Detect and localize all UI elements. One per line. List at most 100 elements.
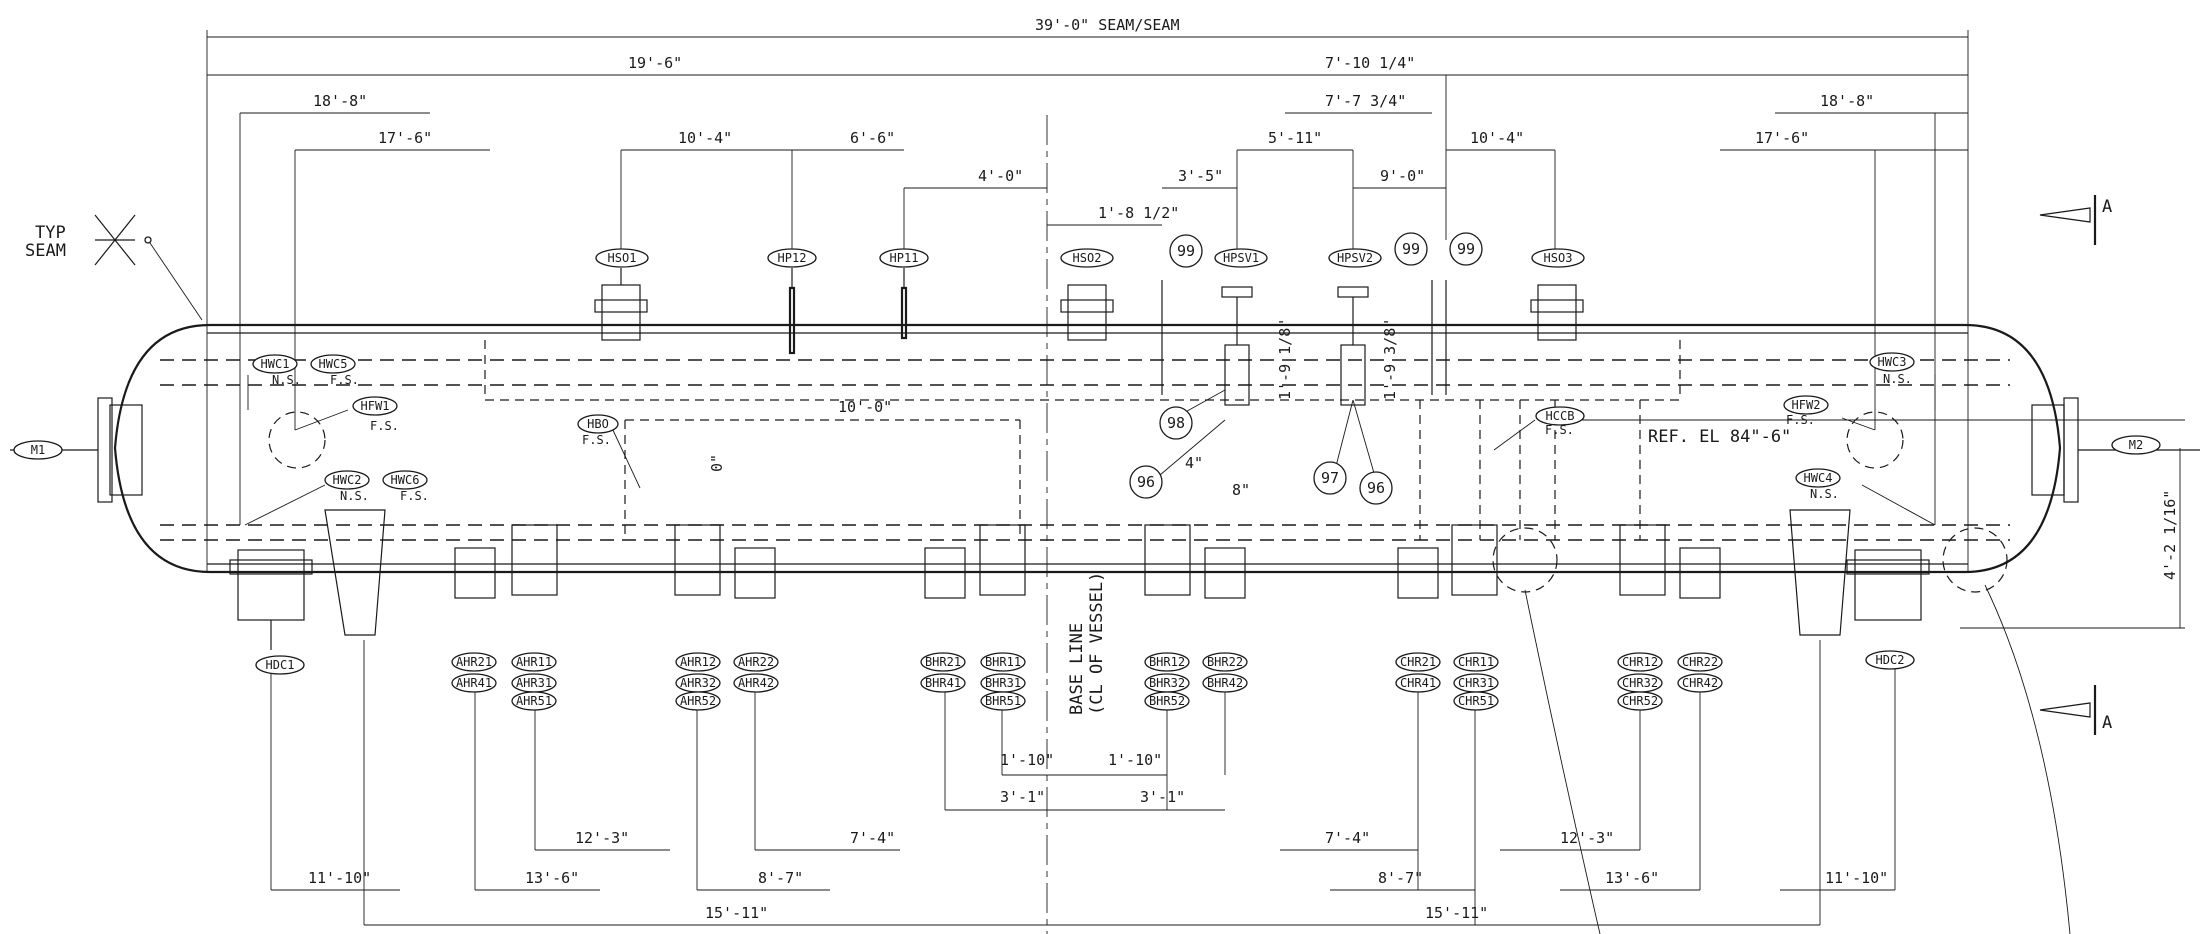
callout-circle [1359, 471, 1393, 505]
nozzle-tag-ellipse [382, 470, 428, 490]
nozzle-tag-ahr31: AHR31 [511, 673, 557, 693]
nozzle-tag-label: HP11 [890, 251, 919, 265]
dim-7-7-three-quarter: 7'-7 3/4" [1325, 92, 1406, 110]
dim-18-8-left: 18'-8" [313, 92, 367, 110]
dim-0in: 0" [708, 454, 726, 472]
nozzle-tag-ahr11: AHR11 [511, 652, 557, 672]
fs-label-1: F.S. [330, 373, 359, 387]
top-nozzles [594, 268, 1584, 406]
nozzle-tag-ellipse [1677, 652, 1723, 672]
dim-9-0: 9'-0" [1380, 167, 1425, 185]
ns-label-4: N.S. [1810, 487, 1839, 501]
nozzle-tag-label: CHR52 [1622, 694, 1658, 708]
nozzle-tag-ellipse [1677, 673, 1723, 693]
nozzle-tag-label: AHR31 [516, 676, 552, 690]
nozzle-tag-label: HWC1 [261, 357, 290, 371]
callout-circle [1169, 234, 1203, 268]
nozzle-tag-chr22: CHR22 [1677, 652, 1723, 672]
nozzle-tag-m2: M2 [2111, 435, 2161, 455]
nozzle-tag-ellipse [1535, 406, 1585, 426]
nozzle-tag-label: BHR32 [1149, 676, 1185, 690]
typ-seam-symbol [94, 214, 203, 321]
nozzle-tag-ahr42: AHR42 [733, 673, 779, 693]
nozzle-tag-ellipse [1144, 691, 1190, 711]
nozzle-tag-ellipse [675, 652, 721, 672]
nozzle-tag-label: BHR21 [925, 655, 961, 669]
nozzle-tag-hwc3: HWC3 [1869, 352, 1915, 372]
nozzle-tag-label: HPSV1 [1223, 251, 1259, 265]
section-marker-bottom [2039, 685, 2097, 735]
dim-3-1-a: 3'-1" [1000, 788, 1045, 806]
nozzle-tag-ellipse [352, 396, 398, 416]
nozzle-tag-chr12: CHR12 [1617, 652, 1663, 672]
callout-bubble-c98: 98 [1159, 406, 1193, 440]
nozzle-tag-ellipse [920, 673, 966, 693]
nozzle-tag-ellipse [1453, 652, 1499, 672]
dim-13-6-left: 13'-6" [525, 869, 579, 887]
vessel-shell [10, 30, 2200, 574]
nozzle-tag-ellipse [767, 248, 817, 268]
fs-label-2: F.S. [370, 419, 399, 433]
nozzle-tag-ellipse [733, 673, 779, 693]
dim-4-2-sixteenth: 4'-2 1/16" [2161, 490, 2179, 580]
nozzle-tag-label: HWC6 [391, 473, 420, 487]
nozzle-tag-bhr11: BHR11 [980, 652, 1026, 672]
dim-15-11-left: 15'-11" [705, 904, 768, 922]
nozzle-tag-hwc1: HWC1 [252, 354, 298, 374]
nozzle-tag-ellipse [2111, 435, 2161, 455]
nozzle-tag-label: AHR41 [456, 676, 492, 690]
nozzle-tag-ahr51: AHR51 [511, 691, 557, 711]
nozzle-tag-chr42: CHR42 [1677, 673, 1723, 693]
nozzle-tag-label: AHR12 [680, 655, 716, 669]
nozzle-tag-ellipse [980, 691, 1026, 711]
callout-number: 96 [1367, 479, 1385, 497]
dim-6-6: 6'-6" [850, 129, 895, 147]
ns-label-3: N.S. [1883, 372, 1912, 386]
dimension-text: 39'-0" SEAM/SEAM 19'-6" 18'-8" 18'-8" 17… [308, 16, 2179, 922]
nozzle-tag-chr21: CHR21 [1395, 652, 1441, 672]
nozzle-tag-ellipse [980, 652, 1026, 672]
nozzle-tag-chr41: CHR41 [1395, 673, 1441, 693]
nozzle-tag-label: HWC2 [333, 473, 362, 487]
nozzle-tag-label: HWC3 [1878, 355, 1907, 369]
nozzle-tag-chr11: CHR11 [1453, 652, 1499, 672]
callout-number: 99 [1177, 242, 1195, 260]
nozzle-tag-label: HPSV2 [1337, 251, 1373, 265]
dim-17-6-left: 17'-6" [378, 129, 432, 147]
nozzle-tag-label: CHR42 [1682, 676, 1718, 690]
nozzle-tag-label: BHR31 [985, 676, 1021, 690]
ns-label-1: N.S. [272, 373, 301, 387]
nozzle-tag-ellipse [1395, 652, 1441, 672]
nozzle-tag-ahr32: AHR32 [675, 673, 721, 693]
dim-7-4-right: 7'-4" [1325, 829, 1370, 847]
nozzle-tag-bhr52: BHR52 [1144, 691, 1190, 711]
nozzle-tag-ellipse [1060, 248, 1114, 268]
nozzle-tag-ellipse [1453, 691, 1499, 711]
nozzle-tag-label: HDC1 [266, 658, 295, 672]
dim-8-7-right: 8'-7" [1378, 869, 1423, 887]
nozzle-tag-bhr41: BHR41 [920, 673, 966, 693]
nozzle-tag-label: HSO2 [1073, 251, 1102, 265]
callout-bubble-c96a: 96 [1129, 465, 1163, 499]
callout-number: 96 [1137, 473, 1155, 491]
nozzle-tag-ellipse [13, 440, 63, 460]
section-marker-top [2039, 195, 2097, 245]
nozzle-tag-hso2: HSO2 [1060, 248, 1114, 268]
fs-label-5: F.S. [1545, 423, 1574, 437]
callout-number: 98 [1167, 414, 1185, 432]
nozzle-tag-bhr32: BHR32 [1144, 673, 1190, 693]
dim-5-11: 5'-11" [1268, 129, 1322, 147]
dim-1-10-b: 1'-10" [1108, 751, 1162, 769]
nozzle-tag-ellipse [595, 248, 649, 268]
nozzle-tag-ellipse [733, 652, 779, 672]
nozzle-tag-label: CHR51 [1458, 694, 1494, 708]
nozzle-tag-ellipse [1395, 673, 1441, 693]
nozzle-tag-label: CHR11 [1458, 655, 1494, 669]
nozzle-tag-label: M2 [2129, 438, 2143, 452]
general-labels: TYP SEAM REF. EL 84"-6" BASE LINE (CL OF… [25, 197, 2112, 733]
typ-seam-label-1: TYP [35, 223, 66, 243]
nozzle-tag-label: HDC2 [1876, 653, 1905, 667]
nozzle-tag-ellipse [1869, 352, 1915, 372]
